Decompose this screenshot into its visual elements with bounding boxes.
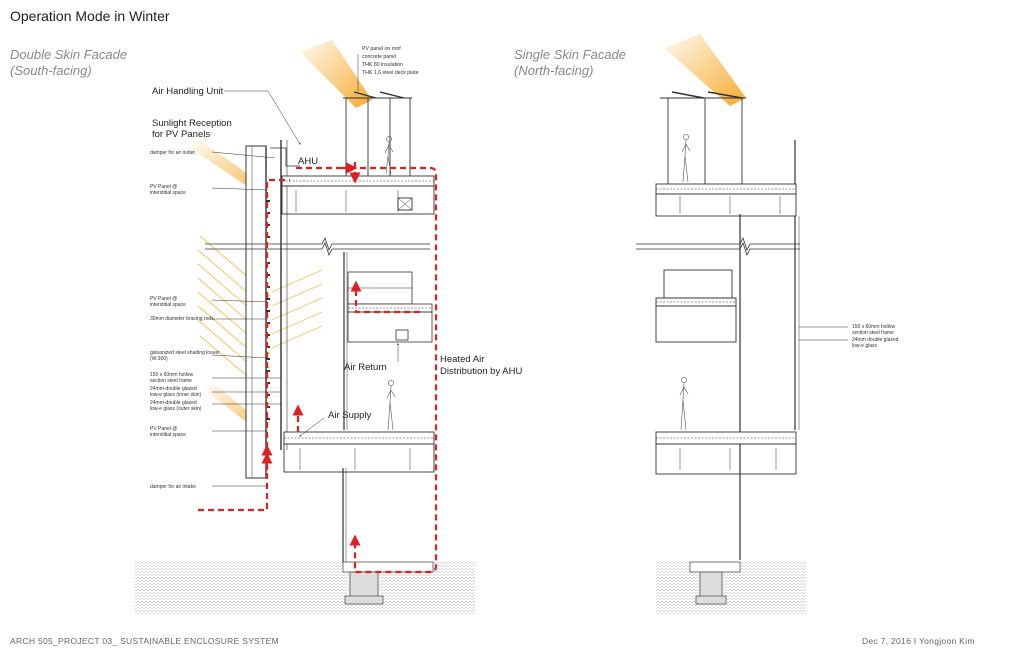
- left-lower-floor: [283, 431, 435, 473]
- glass-inner-line2: low-e glass (inner skin): [150, 392, 201, 398]
- left-middle-floor: [347, 271, 433, 343]
- air-handling-unit-label: Air Handling Unit: [152, 86, 224, 97]
- left-labels: PV panel on roof concrete panel THK 80 i…: [150, 46, 523, 490]
- sunlight-reception-line1: Sunlight Reception: [152, 118, 232, 129]
- sunlight-reception-line2: for PV Panels: [152, 129, 210, 140]
- ahu-label: AHU: [298, 156, 318, 167]
- pv-bottom-label-line1: PV Panel @: [150, 426, 177, 432]
- right-frame-line2: section steel frame: [852, 330, 894, 336]
- left-break-line: [205, 236, 430, 257]
- right-labels: 150 x 60mm hollow section steel frame 24…: [852, 324, 899, 349]
- right-glass-line2: low-e glass: [852, 343, 878, 349]
- pv-mid-label-line1: PV Panel @: [150, 296, 177, 302]
- heated-air-line2: Distribution by AHU: [440, 366, 523, 377]
- left-floor-person: [386, 380, 396, 431]
- pv-top-label-line1: PV Panel @: [150, 184, 177, 190]
- roof-note-3: THK 80 insulation: [362, 62, 403, 68]
- left-inner-wall: [342, 252, 348, 562]
- page-title: Operation Mode in Winter: [10, 8, 170, 24]
- right-glass-line1: 24mm double glazed: [852, 337, 899, 343]
- heated-air-line1: Heated Air: [440, 354, 484, 365]
- frame-label-line2: section steel frame: [150, 378, 192, 384]
- left-leader-lines: [211, 54, 399, 487]
- bracing-label: 30mm diameter bracing rods: [150, 316, 214, 322]
- right-leader-lines: [799, 326, 848, 341]
- footer-date-author: Dec 7, 2016 I Yongjoon Kim: [862, 636, 975, 646]
- air-return-label: Air Return: [344, 362, 387, 373]
- footer-project-title: ARCH 505_PROJECT 03_ SUSTAINABLE ENCLOSU…: [10, 636, 279, 646]
- left-section-heading: Double Skin Facade (South-facing): [10, 47, 127, 79]
- air-supply-label: Air Supply: [328, 410, 372, 421]
- left-ground: [135, 561, 475, 614]
- glass-inner-line1: 24mm-double glazed: [150, 386, 197, 392]
- right-sunlight-beam: [664, 34, 746, 106]
- roof-note-1: PV panel on roof: [362, 46, 401, 52]
- glass-outer-line1: 24mm-double glazed: [150, 400, 197, 406]
- right-heading-line1: Single Skin Facade: [514, 47, 627, 62]
- roof-note-2: concrete panel: [362, 54, 396, 60]
- left-heading-line1: Double Skin Facade: [10, 47, 128, 62]
- damper-intake-label: damper for air intake: [150, 484, 196, 490]
- louver-label-line2: (W:300): [150, 356, 168, 362]
- frame-label-line1: 150 x 60mm hollow: [150, 372, 193, 378]
- damper-outlet-label: damper for air outlet: [150, 150, 195, 156]
- left-roof: [270, 91, 435, 215]
- right-heading-line2: (North-facing): [514, 63, 594, 78]
- roof-note-4: THK 1.6 steel deck plate: [362, 70, 419, 76]
- right-persons: [679, 134, 691, 431]
- left-heading-line2: (South-facing): [10, 63, 92, 78]
- pv-bottom-label-line2: interstitial space: [150, 432, 186, 438]
- glass-outer-line2: low-e glass (outer skin): [150, 406, 202, 412]
- left-airflow-path: [198, 162, 438, 574]
- right-break-line: [636, 236, 800, 257]
- right-section-heading: Single Skin Facade (North-facing): [514, 47, 626, 79]
- left-roof-person: [384, 136, 394, 175]
- right-structure: [655, 91, 800, 560]
- pv-mid-label-line2: interstitial space: [150, 302, 186, 308]
- louver-label-line1: galvanized steel shading louver: [150, 350, 220, 356]
- right-frame-line1: 150 x 60mm hollow: [852, 324, 895, 330]
- right-ground: [656, 561, 806, 614]
- pv-top-label-line2: interstitial space: [150, 190, 186, 196]
